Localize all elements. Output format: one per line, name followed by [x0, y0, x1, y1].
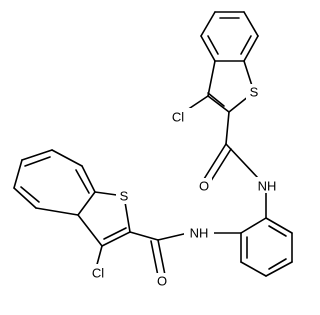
bond	[243, 35, 259, 62]
bond	[207, 92, 225, 107]
bond	[240, 217, 267, 234]
bond	[20, 186, 40, 203]
bond	[129, 231, 159, 241]
atom-labels: S Cl O NH S Cl NH O	[84, 84, 282, 289]
bond	[101, 231, 131, 247]
bond	[265, 217, 293, 234]
bond	[207, 60, 216, 97]
nh-label-middle: NH	[190, 226, 209, 241]
bond	[268, 258, 287, 270]
bond	[240, 261, 267, 277]
sulfur-label-left: S	[120, 189, 129, 204]
bond	[207, 35, 219, 55]
oxygen-label-top: O	[199, 179, 209, 194]
bond	[240, 35, 252, 55]
bond	[225, 111, 230, 145]
bond	[21, 149, 53, 161]
sulfur-label-top: S	[250, 85, 259, 100]
structure-canvas: S Cl O NH S Cl NH O	[13, 11, 293, 289]
central-benzene-ring	[209, 191, 293, 277]
bond	[81, 165, 96, 193]
bond	[208, 148, 232, 185]
nh-label-top: NH	[258, 179, 277, 194]
bond	[75, 169, 90, 194]
bond	[51, 149, 83, 167]
bond	[103, 227, 127, 240]
lower-benzothiophene	[13, 149, 189, 277]
bond	[24, 156, 51, 167]
bond	[157, 239, 166, 276]
bond	[265, 261, 293, 277]
chlorine-label-bottom: Cl	[92, 266, 104, 281]
chlorine-label-top: Cl	[172, 110, 184, 125]
bond	[243, 11, 259, 37]
bond	[203, 143, 227, 180]
bond	[200, 35, 216, 62]
oxygen-label-bottom: O	[157, 274, 167, 289]
bond	[13, 159, 23, 189]
bond	[225, 143, 259, 179]
bond	[77, 191, 96, 216]
bond	[207, 95, 230, 113]
bond	[200, 11, 216, 37]
bond	[268, 225, 287, 237]
bond	[35, 207, 79, 216]
bond	[77, 214, 103, 247]
bond	[150, 240, 159, 277]
bond	[13, 187, 37, 209]
bond	[157, 232, 189, 241]
molecule-drawing: S Cl O NH S Cl NH O	[13, 11, 293, 289]
